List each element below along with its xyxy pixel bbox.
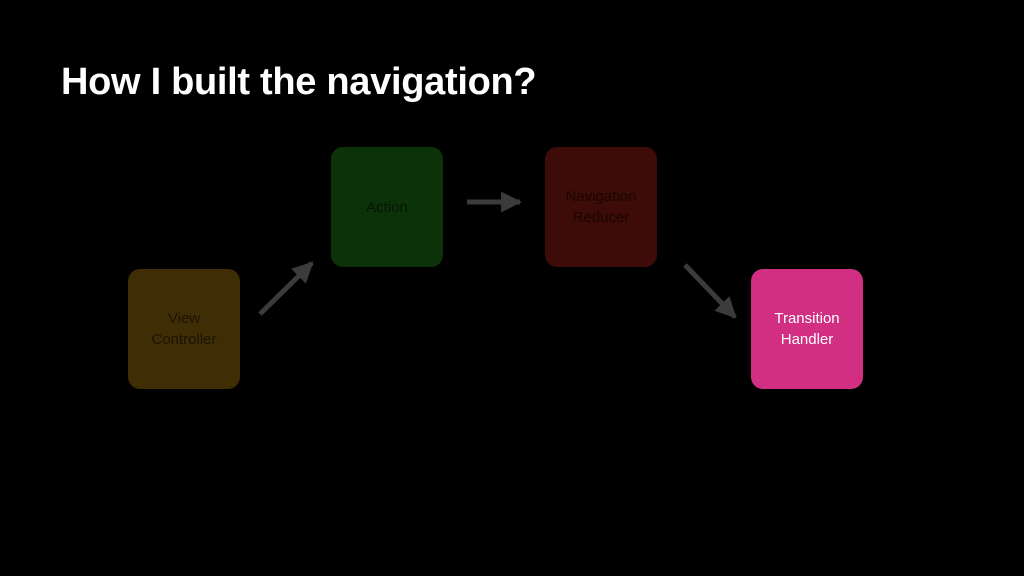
- arrow-navigation-reducer-to-transition-handler: [683, 263, 737, 319]
- node-navigation-reducer: Navigation Reducer: [545, 147, 657, 267]
- arrow-view-controller-to-action: [258, 261, 314, 316]
- node-action-label: Action: [366, 198, 408, 216]
- node-action: Action: [331, 147, 443, 267]
- node-transition-handler: Transition Handler: [751, 269, 863, 389]
- node-view-controller: View Controller: [128, 269, 240, 389]
- node-view-controller-label: View Controller: [151, 310, 217, 348]
- node-transition-handler-label: Transition Handler: [774, 310, 840, 348]
- slide-title: How I built the navigation?: [61, 61, 537, 103]
- node-navigation-reducer-label: Navigation Reducer: [565, 188, 637, 226]
